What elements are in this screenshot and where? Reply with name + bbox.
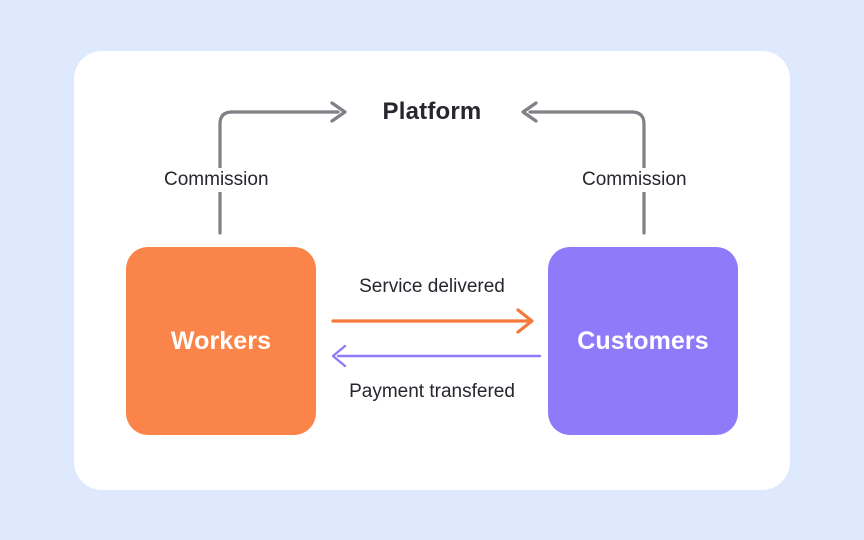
edge-label-service-delivered: Service delivered xyxy=(359,276,505,297)
edge-label-commission-right: Commission xyxy=(577,168,692,192)
node-workers-label: Workers xyxy=(170,326,272,355)
node-customers-label: Customers xyxy=(577,326,709,355)
node-workers[interactable]: Workers xyxy=(126,247,316,435)
node-customers[interactable]: Customers xyxy=(548,247,738,435)
edge-label-commission-left: Commission xyxy=(159,168,274,192)
edge-label-payment-transfered: Payment transfered xyxy=(349,381,515,402)
platform-title: Platform xyxy=(382,98,482,125)
